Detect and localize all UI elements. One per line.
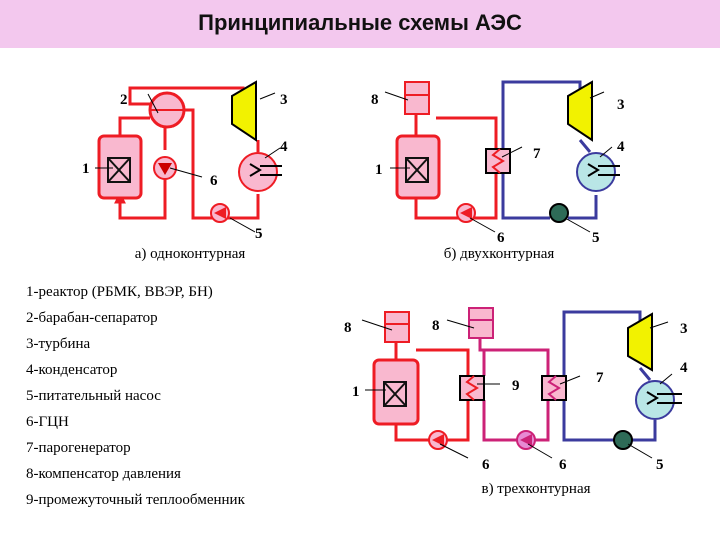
primary-pipes-b [414, 112, 498, 220]
label-condenser-b: 4 [617, 139, 625, 155]
label-steam-generator-c: 7 [596, 370, 604, 386]
legend-item: 5-питательный насос [26, 388, 161, 404]
secondary-pipes-b [501, 80, 598, 220]
steam-generator-b [485, 148, 511, 174]
label-compensator-c2: 8 [432, 318, 440, 334]
label-drum-a: 2 [120, 92, 128, 108]
reactor-a [97, 134, 143, 200]
legend-list: 1-реактор (РБМК, ВВЭР, БН) 2-барабан-сеп… [26, 282, 245, 516]
legend-item: 2-барабан-сепаратор [26, 310, 158, 326]
label-feed-pump-b: 5 [592, 230, 600, 246]
label-mcp-a: 6 [210, 173, 218, 189]
label-turbine-a: 3 [280, 92, 288, 108]
label-mcp-c2: 6 [559, 457, 567, 473]
label-turbine-b: 3 [617, 97, 625, 113]
pressure-compensator-c1 [384, 311, 410, 343]
label-compensator-c1: 8 [344, 320, 352, 336]
label-condenser-c: 4 [680, 360, 688, 376]
label-compensator-b: 8 [371, 92, 379, 108]
caption-triple-loop: в) трехконтурная [481, 481, 590, 497]
scheme-single-loop [95, 80, 282, 233]
turbine-c [627, 312, 653, 372]
caption-double-loop: б) двухконтурная [444, 246, 555, 262]
legend-item: 3-турбина [26, 336, 91, 352]
label-condenser-a: 4 [280, 139, 288, 155]
label-feed-pump-a: 5 [255, 226, 263, 242]
secondary-pipes-c [562, 310, 657, 442]
feed-pump-b [549, 203, 569, 223]
caption-single-loop: а) одноконтурная [135, 246, 246, 262]
scheme-triple-loop [361, 307, 682, 459]
page-title: Принципиальные схемы АЭС [198, 10, 522, 35]
legend-item: 8-компенсатор давления [26, 466, 181, 482]
title-banner [0, 0, 720, 48]
label-feed-pump-c: 5 [656, 457, 664, 473]
turbine-b [567, 80, 593, 142]
legend-item: 9-промежуточный теплообменник [26, 492, 245, 508]
intermediate-pipes-c [478, 336, 550, 442]
primary-pipes-c [394, 340, 470, 442]
label-turbine-c: 3 [680, 321, 688, 337]
steam-generator-c [541, 375, 567, 401]
label-intermediate-hx: 9 [512, 378, 520, 394]
label-reactor-b: 1 [375, 162, 383, 178]
reactor-b [395, 134, 441, 200]
pressure-compensator-c2 [468, 307, 494, 339]
legend-item: 6-ГЦН [26, 414, 69, 430]
label-mcp-b: 6 [497, 230, 505, 246]
legend-item: 1-реактор (РБМК, ВВЭР, БН) [26, 284, 213, 300]
scheme-double-loop [384, 80, 620, 233]
diagram-labels: 2 3 4 1 6 5 а) одноконтурная 8 3 4 1 7 6… [82, 92, 688, 497]
intermediate-heat-exchanger [459, 375, 485, 401]
turbine-a [231, 80, 257, 142]
label-mcp-c1: 6 [482, 457, 490, 473]
pressure-compensator-b [404, 81, 430, 115]
legend-item: 4-конденсатор [26, 362, 118, 378]
label-steam-generator-b: 7 [533, 146, 541, 162]
label-reactor-c: 1 [352, 384, 360, 400]
legend-item: 7-парогенератор [26, 440, 131, 456]
feed-pump-c [613, 430, 633, 450]
label-reactor-a: 1 [82, 161, 90, 177]
